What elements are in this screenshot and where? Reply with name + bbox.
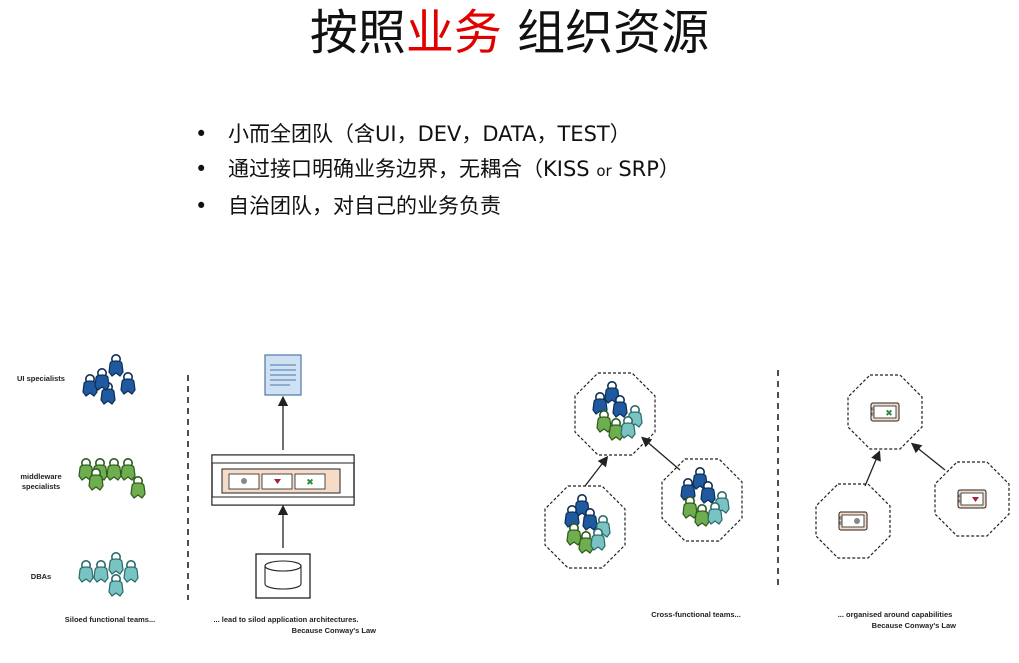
capability-left xyxy=(815,483,891,559)
capability-top: ✖ xyxy=(847,374,923,450)
middleware-specialists-group xyxy=(78,457,146,499)
monolith-app: ✖ xyxy=(211,454,355,506)
ui-specialists-group xyxy=(82,353,136,405)
page-title: 按照业务 组织资源 xyxy=(0,0,1019,70)
bullet-item: 通过接口明确业务边界，无耦合（KISS or SRP） xyxy=(195,152,680,189)
caption-siloed-teams: Siloed functional teams... xyxy=(64,615,156,624)
cross-functional-team-left xyxy=(544,485,626,569)
label-ui-specialists: UI specialists xyxy=(17,374,65,383)
bullet-list: 小而全团队（含UI，DEV，DATA，TEST） 通过接口明确业务边界，无耦合（… xyxy=(195,117,680,224)
title-prefix: 按照 xyxy=(309,5,406,61)
caption-capabilities-line1: ... organised around capabilities xyxy=(837,610,953,619)
caption-capabilities-line2: Because Conway's Law xyxy=(871,621,956,630)
cross-functional-team-right xyxy=(661,458,743,542)
label-middleware-specialists: middleware specialists xyxy=(20,472,62,491)
caption-cross-functional: Cross-functional teams... xyxy=(651,610,741,619)
label-dbas: DBAs xyxy=(30,572,52,581)
svg-text:✖: ✖ xyxy=(885,409,893,419)
document-icon xyxy=(264,354,302,396)
caption-siloed-arch-line1: ... lead to silod application architectu… xyxy=(213,615,359,624)
cross-functional-team-top xyxy=(574,372,656,456)
svg-text:✖: ✖ xyxy=(306,478,314,488)
dba-group xyxy=(78,551,139,597)
bullet-item: 小而全团队（含UI，DEV，DATA，TEST） xyxy=(195,117,680,152)
capability-right xyxy=(934,461,1010,537)
title-suffix: 组织资源 xyxy=(501,5,710,61)
title-highlight: 业务 xyxy=(405,5,502,61)
caption-siloed-arch-line2: Because Conway's Law xyxy=(291,626,376,635)
database-icon xyxy=(255,553,311,599)
bullet-item: 自治团队，对自己的业务负责 xyxy=(195,189,680,224)
